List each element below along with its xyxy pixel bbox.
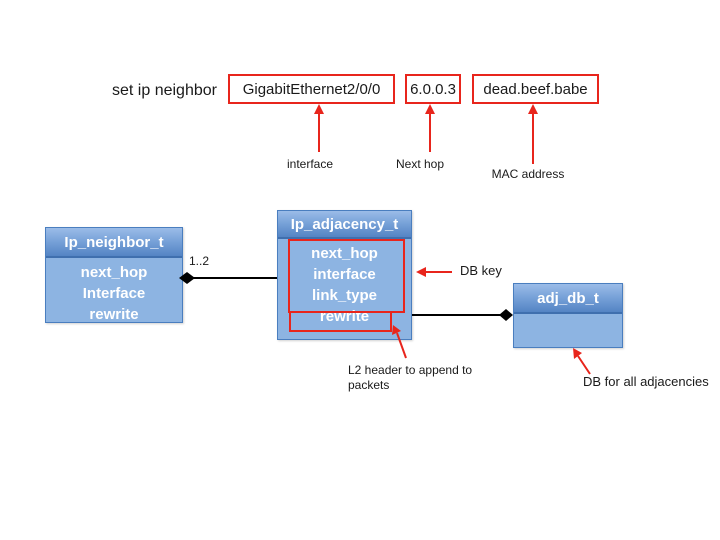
command-arg-interface: GigabitEthernet2/0/0 xyxy=(228,74,395,104)
command-arg-mac-address: dead.beef.babe xyxy=(472,74,599,104)
class-box-adj-db-t: adj_db_t xyxy=(513,283,623,348)
rewrite-highlight-rect xyxy=(289,311,392,332)
command-arg-next-hop: 6.0.0.3 xyxy=(405,74,461,104)
class-field: rewrite xyxy=(89,306,139,323)
db-key-highlight-rect xyxy=(288,239,405,313)
class-body: next_hop Interface rewrite xyxy=(46,258,182,325)
multiplicity-label: 1..2 xyxy=(189,254,210,268)
db-all-adjacencies-arrow xyxy=(573,348,591,375)
connector-neighbor-to-adjacency xyxy=(179,272,277,284)
db-key-arrow xyxy=(416,267,452,277)
class-field: next_hop xyxy=(80,264,148,281)
connector-adjacency-to-adjdb xyxy=(412,309,513,321)
class-field: link_type xyxy=(311,287,378,304)
l2-header-note: L2 header to append to packets xyxy=(348,363,472,393)
class-field: interface xyxy=(313,266,376,283)
mac-address-arrow xyxy=(528,104,538,164)
l2-header-note-line2: packets xyxy=(348,378,390,392)
interface-arrow xyxy=(314,104,324,152)
class-title: Ip_adjacency_t xyxy=(278,211,411,239)
class-field: Interface xyxy=(82,285,146,302)
l2-header-note-line1: L2 header to append to xyxy=(348,363,473,377)
class-field: next_hop xyxy=(311,245,378,262)
interface-annotation: interface xyxy=(286,157,334,171)
next-hop-annotation: Next hop xyxy=(395,157,445,171)
class-box-ip-neighbor-t: Ip_neighbor_t next_hop Interface rewrite xyxy=(45,227,183,323)
db-all-adjacencies-note: DB for all adjacencies xyxy=(583,374,709,389)
class-box-ip-adjacency-t: Ip_adjacency_t next_hop interface link_t… xyxy=(277,210,412,340)
db-key-note: DB key xyxy=(460,263,502,278)
next-hop-arrow xyxy=(425,104,435,152)
command-prefix: set ip neighbor xyxy=(112,82,217,99)
class-title: adj_db_t xyxy=(514,284,622,314)
mac-address-annotation: MAC address xyxy=(491,167,565,181)
class-title: Ip_neighbor_t xyxy=(46,228,182,258)
class-body xyxy=(514,314,622,318)
